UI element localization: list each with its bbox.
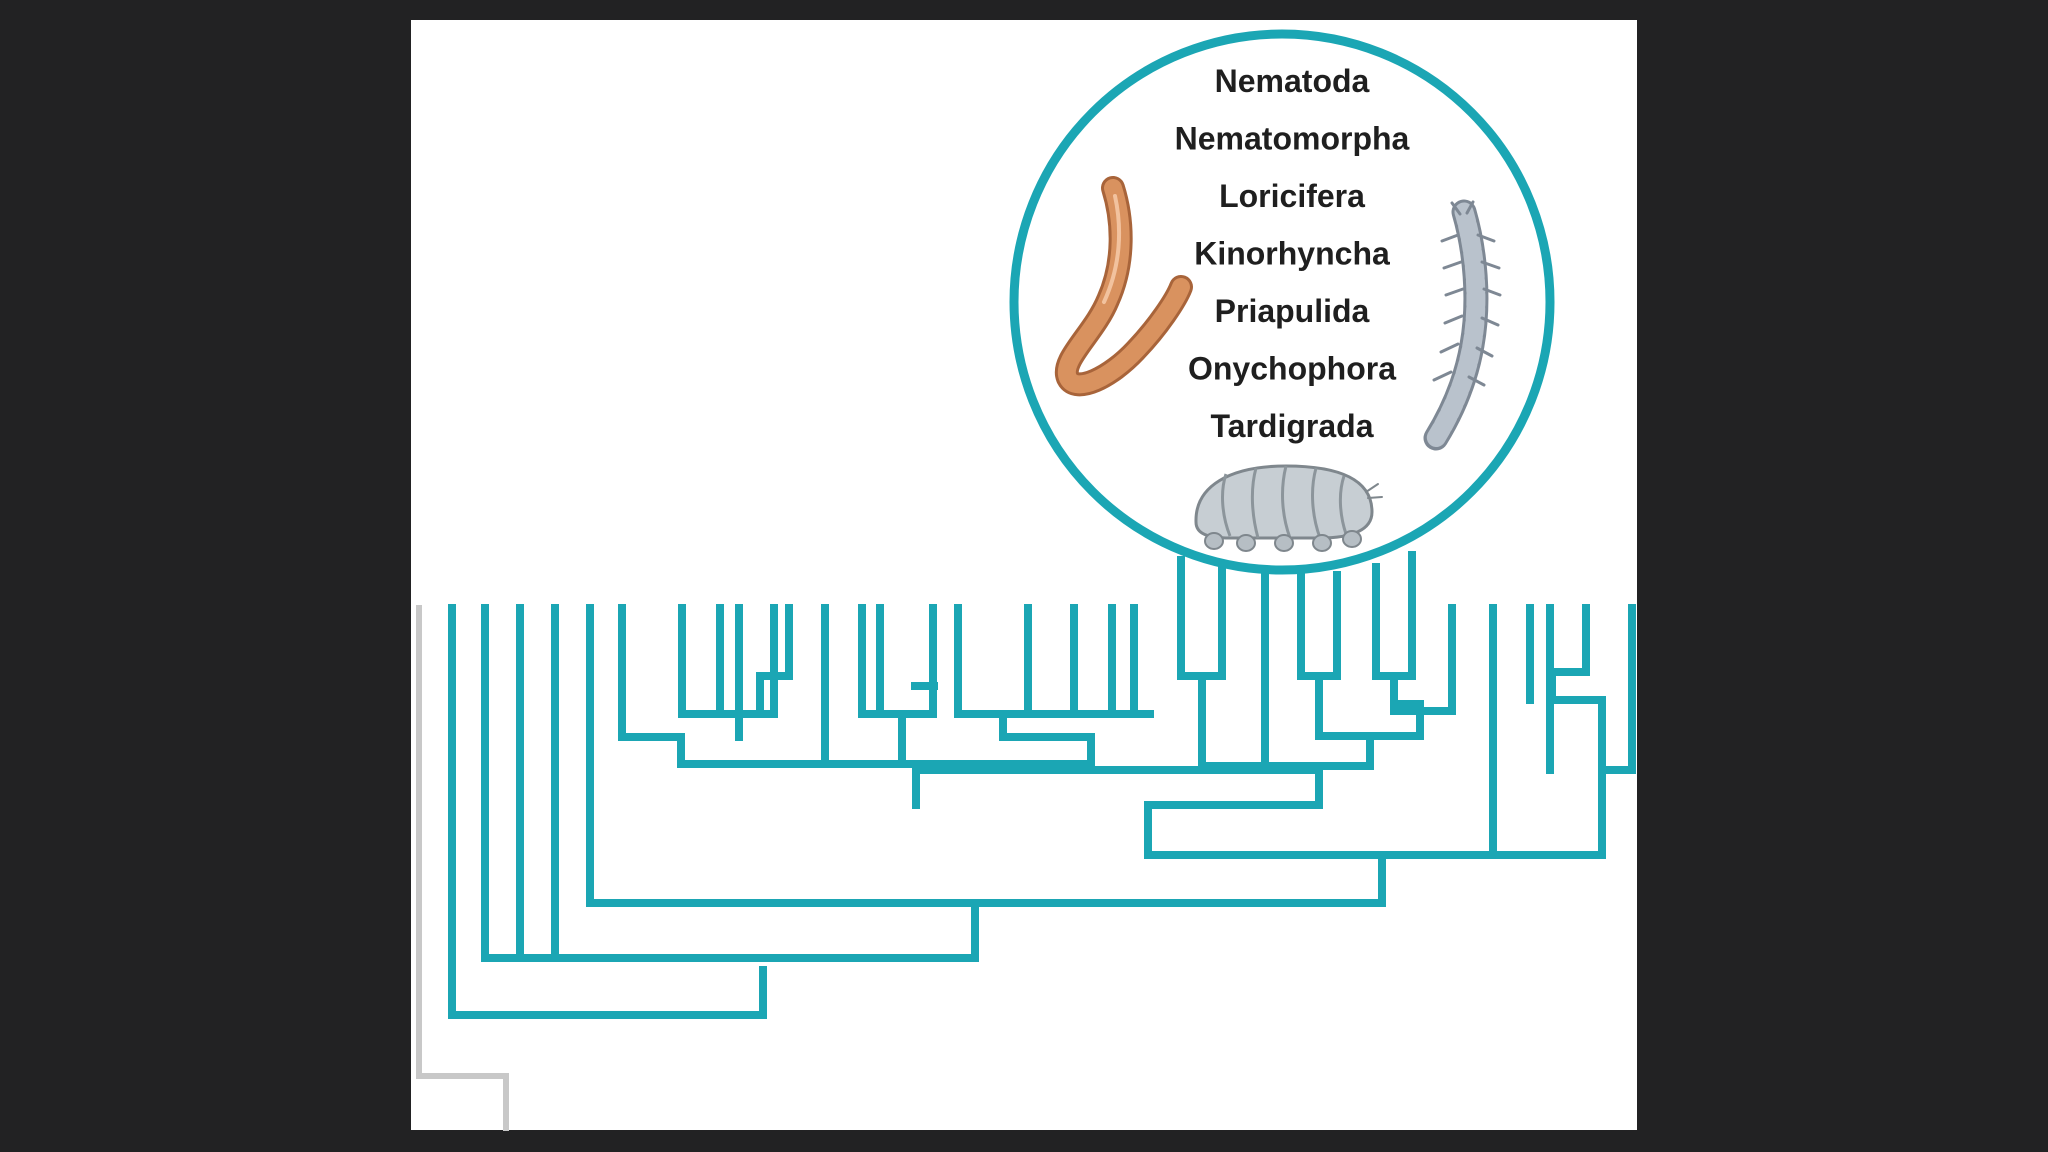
inset-circle (1009, 29, 1555, 575)
taxon-label-nematoda: Nematoda (1215, 63, 1370, 99)
outgroup-branch-0 (416, 605, 509, 1131)
taxon-label-loricifera: Loricifera (1219, 178, 1365, 214)
roundworm-icon (1054, 176, 1193, 397)
tree-branch-26 (898, 733, 1095, 768)
tree-branch-11 (1546, 696, 1606, 774)
taxon-label-nematomorpha: Nematomorpha (1175, 121, 1410, 157)
tree-branch-8 (912, 766, 1323, 809)
tree-branch-16 (618, 604, 685, 741)
tree-branch-31 (999, 604, 1138, 741)
tardigrade-icon (1194, 464, 1383, 552)
tree-branch-14 (1548, 604, 1590, 704)
tree-branch-2 (481, 604, 979, 962)
tree-branch-7 (1144, 801, 1323, 859)
tree-branch-30 (954, 604, 1032, 718)
taxon-label-tardigrada: Tardigrada (1211, 408, 1374, 444)
taxon-label-list: NematodaNematomorphaLoriciferaKinorhynch… (1175, 63, 1410, 444)
tree-branch-18 (678, 604, 743, 741)
tree-branch-17 (677, 733, 920, 768)
taxon-label-kinorhyncha: Kinorhyncha (1194, 236, 1390, 272)
cladogram (416, 551, 1636, 1131)
tree-branch-6 (1144, 766, 1606, 859)
ecdysozoa-inset: NematodaNematomorphaLoriciferaKinorhynch… (1009, 29, 1555, 575)
tree-branch-5 (586, 604, 1386, 907)
tree-branch-22 (756, 604, 793, 680)
taxon-label-onychophora: Onychophora (1188, 351, 1396, 387)
tree-branch-37 (1198, 672, 1323, 770)
tree-branch-12 (1598, 604, 1636, 774)
taxon-label-priapulida: Priapulida (1215, 293, 1370, 329)
tree-branch-21 (735, 604, 778, 718)
tree-branch-44 (1390, 604, 1456, 715)
tree-branch-28 (898, 604, 937, 718)
velvet-worm-icon (1423, 199, 1502, 451)
tree-branch-1 (448, 604, 767, 1019)
